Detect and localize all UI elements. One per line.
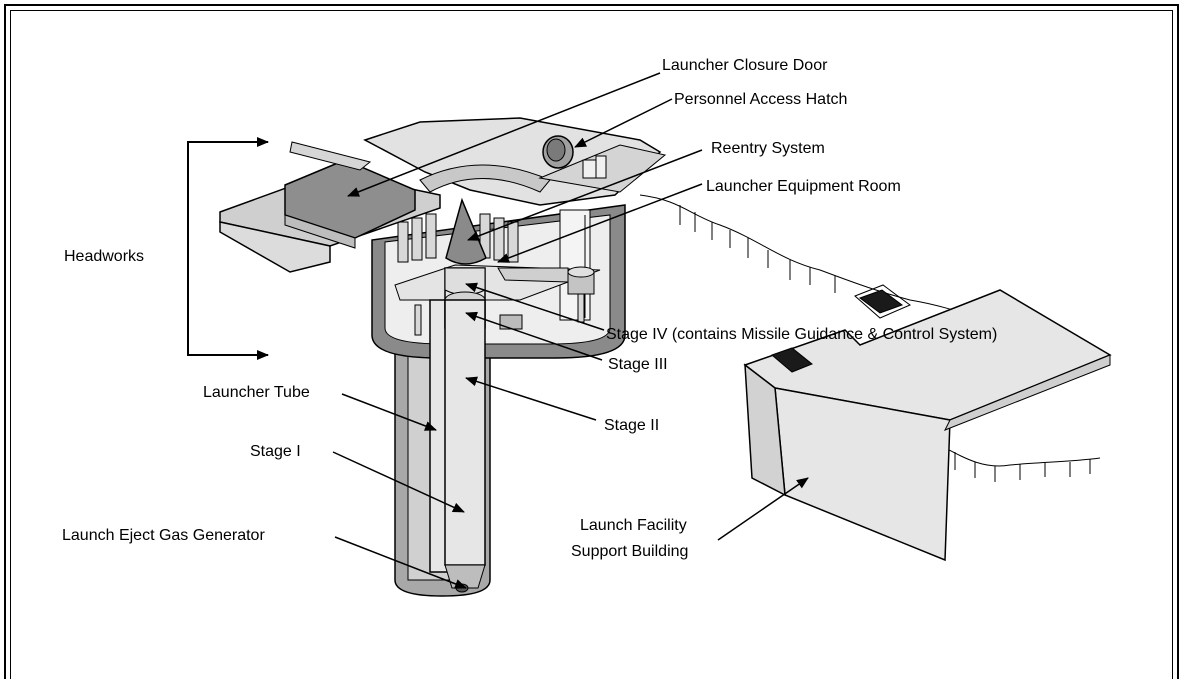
- closure-door-front: [219, 221, 331, 273]
- roof-hatch-frame-2: [854, 284, 911, 319]
- label-reentry-system: Reentry System: [711, 140, 825, 157]
- roof-hatch-1: [771, 347, 813, 373]
- label-support-building-2: Support Building: [571, 543, 688, 560]
- access-hatch-frame: [582, 159, 598, 179]
- label-launcher-tube: Launcher Tube: [203, 384, 310, 401]
- leader-lines: [332, 72, 809, 589]
- headworks-ring: [419, 164, 551, 193]
- support-building-left: [744, 363, 786, 497]
- label-access-hatch: Personnel Access Hatch: [674, 91, 847, 108]
- label-stage1: Stage I: [250, 443, 301, 460]
- label-support-building-1: Launch Facility: [580, 517, 687, 534]
- label-stage4: Stage IV (contains Missile Guidance & Co…: [606, 326, 997, 343]
- label-headworks: Headworks: [64, 248, 144, 265]
- roof-hatch-2: [858, 289, 904, 314]
- label-stage2: Stage II: [604, 417, 659, 434]
- outer-frame: [4, 4, 1179, 679]
- missile-nose-cone: [445, 197, 487, 265]
- label-stage3: Stage III: [608, 356, 668, 373]
- inner-frame: [10, 10, 1173, 679]
- label-closure-door: Launcher Closure Door: [662, 57, 828, 74]
- missile-stage3-cone: [444, 267, 486, 296]
- support-building-side: [943, 354, 1111, 431]
- access-hatch-frame-2: [595, 155, 607, 179]
- access-hatch-top: [546, 138, 566, 162]
- closure-door-block-side: [284, 214, 356, 249]
- label-equipment-room: Launcher Equipment Room: [706, 178, 901, 195]
- label-gas-generator: Launch Eject Gas Generator: [62, 527, 265, 544]
- closure-door-rail: [289, 141, 372, 171]
- missile-body-main: [444, 299, 486, 566]
